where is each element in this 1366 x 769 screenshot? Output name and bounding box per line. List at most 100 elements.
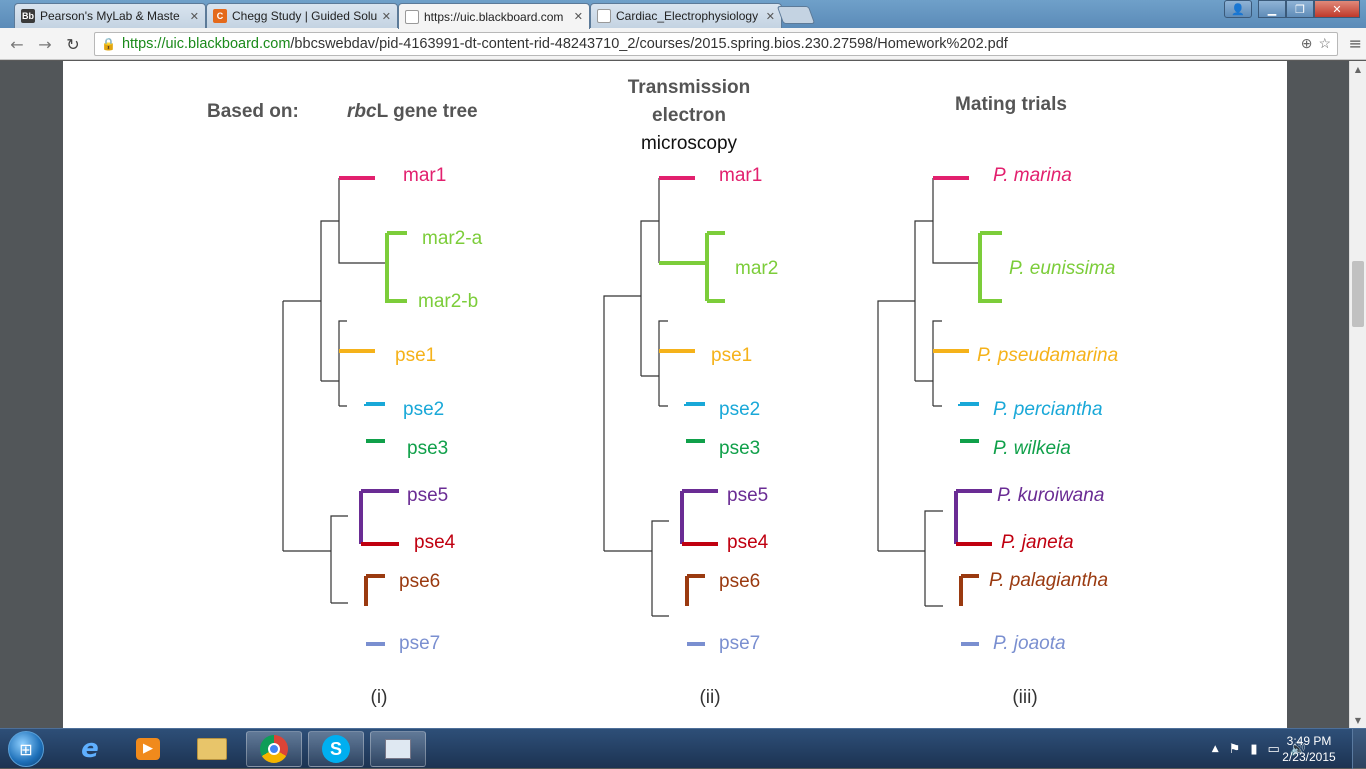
tree2-pse2-branch	[684, 402, 705, 406]
tree2-pse5-branch	[680, 489, 718, 544]
tree2-label-mar1: mar1	[719, 165, 762, 186]
scroll-up-arrow-icon[interactable]: ▲	[1354, 64, 1362, 74]
tree3-label-kuroiwana: P. kuroiwana	[997, 485, 1104, 506]
heading-rbcl-gene-tree: rbcL gene tree	[347, 101, 478, 122]
tree1-pse123	[338, 320, 347, 407]
maximize-button[interactable]: ❐	[1286, 0, 1314, 18]
based-on-label: Based on:	[207, 101, 299, 122]
tree2-mar2-branch	[659, 231, 725, 303]
caption-i: (i)	[371, 687, 388, 708]
clock-date: 2/23/2015	[1282, 750, 1336, 764]
lock-icon: 🔒	[101, 37, 116, 51]
tree3-perciantha-branch	[958, 402, 979, 406]
close-tab-icon[interactable]: ✕	[765, 10, 775, 23]
tree1-label-pse3: pse3	[407, 438, 448, 459]
close-window-button[interactable]: ✕	[1314, 0, 1360, 18]
tree1-label-mar2b: mar2-b	[418, 291, 478, 312]
chrome-taskbar-icon[interactable]	[246, 731, 302, 767]
browser-toolbar: ← → ↻ 🔒 https://uic.blackboard.com/bbcsw…	[0, 28, 1366, 60]
close-tab-icon[interactable]: ✕	[573, 11, 583, 23]
tab-label: https://uic.blackboard.com	[424, 9, 564, 24]
show-hidden-icons-arrow-icon[interactable]: ▲	[1211, 744, 1219, 754]
show-desktop-button[interactable]	[1352, 729, 1366, 769]
internet-explorer-icon[interactable]: e	[81, 734, 99, 764]
title-bar: Bb Pearson's MyLab & Maste ✕ C Chegg Stu…	[0, 0, 1366, 29]
tree1-mar-clade	[338, 178, 385, 264]
vertical-scrollbar[interactable]: ▲ ▼	[1349, 61, 1366, 728]
tree1-pse5-branch	[359, 489, 399, 544]
tree2-label-pse6: pse6	[719, 571, 760, 592]
tab-pearson[interactable]: Bb Pearson's MyLab & Maste ✕	[14, 3, 206, 28]
clock-time: 3:49 PM	[1286, 734, 1332, 748]
document-favicon-icon	[405, 9, 419, 24]
remote-desktop-icon[interactable]	[370, 731, 426, 767]
tree2-label-mar2: mar2	[735, 258, 778, 279]
tree2-label-pse7: pse7	[719, 633, 760, 654]
tree3-label-marina: P. marina	[993, 165, 1072, 186]
tab-label: Pearson's MyLab & Maste	[40, 9, 180, 23]
tree1-mar2-branch	[385, 231, 407, 303]
tree1-label-pse6: pse6	[399, 571, 440, 592]
tree3-lower	[924, 510, 943, 607]
address-bar[interactable]: 🔒 https://uic.blackboard.com/bbcswebdav/…	[94, 32, 1338, 56]
tree1-pse2-branch	[364, 402, 385, 406]
tree3-label-eunissima: P. eunissima	[1009, 258, 1115, 279]
tree3-mar-clade	[932, 178, 980, 264]
tree3-label-perciantha: P. perciantha	[993, 399, 1103, 420]
terminal-branches	[339, 176, 1002, 646]
tree2-lower	[651, 520, 669, 617]
tab-cardiac[interactable]: Cardiac_Electrophysiology ✕	[590, 3, 782, 28]
heading-tem-line3: microscopy	[641, 133, 738, 154]
chegg-favicon-icon: C	[213, 9, 227, 23]
tab-label: Chegg Study | Guided Solu	[232, 9, 378, 23]
url-path: /bbcswebdav/pid-4163991-dt-content-rid-4…	[290, 36, 1008, 52]
heading-tem-line2: electron	[652, 105, 726, 126]
tab-chegg[interactable]: C Chegg Study | Guided Solu ✕	[206, 3, 398, 28]
tree1-label-pse2: pse2	[403, 399, 444, 420]
tree2-upper	[640, 220, 659, 377]
reload-icon[interactable]: ↻	[66, 34, 80, 54]
back-arrow-icon[interactable]: ←	[10, 34, 24, 54]
caption-ii: (ii)	[699, 687, 720, 708]
power-icon[interactable]: ▮	[1250, 741, 1258, 757]
tree2-pse6-branch	[685, 574, 705, 606]
tree2-label-pse2: pse2	[719, 399, 760, 420]
tree1-label-pse1: pse1	[395, 345, 436, 366]
system-clock[interactable]: 3:49 PM 2/23/2015	[1274, 733, 1344, 765]
bookmark-star-icon[interactable]: ☆	[1318, 35, 1331, 51]
forward-arrow-icon[interactable]: →	[38, 34, 52, 54]
zoom-icon[interactable]: ⊕	[1300, 35, 1313, 51]
tree3-palagiantha-branch	[959, 574, 979, 606]
tree3-label-pseudamarina: P. pseudamarina	[977, 345, 1118, 366]
tree1-label-pse7: pse7	[399, 633, 440, 654]
volume-icon[interactable]: 🔊	[1289, 741, 1306, 757]
tree2-root	[603, 295, 652, 552]
scroll-down-arrow-icon[interactable]: ▼	[1354, 715, 1362, 725]
heading-mating-trials: Mating trials	[955, 94, 1067, 115]
file-explorer-icon[interactable]	[184, 731, 240, 767]
tab-blackboard-pdf[interactable]: https://uic.blackboard.com ✕	[398, 3, 590, 29]
media-player-icon[interactable]: ▶	[120, 731, 176, 767]
action-center-flag-icon[interactable]: ⚑	[1228, 741, 1241, 757]
close-tab-icon[interactable]: ✕	[189, 10, 199, 23]
scroll-thumb[interactable]	[1352, 261, 1364, 327]
phylogeny-figure: Based on: rbcL gene tree Transmission el…	[207, 77, 1118, 708]
chrome-menu-icon[interactable]: ≡	[1348, 34, 1362, 53]
pdf-page: Based on: rbcL gene tree Transmission el…	[63, 61, 1287, 728]
tree3-label-wilkeia: P. wilkeia	[993, 438, 1071, 459]
network-icon[interactable]: ▭	[1267, 741, 1280, 757]
blackboard-favicon-icon: Bb	[21, 9, 35, 23]
caption-iii: (iii)	[1012, 687, 1037, 708]
url-scheme: https://	[121, 36, 166, 52]
start-button[interactable]: ⊞	[8, 731, 44, 767]
new-tab-button[interactable]	[776, 6, 816, 24]
skype-icon[interactable]: S	[308, 731, 364, 767]
tree1-label-mar2a: mar2-a	[422, 228, 483, 249]
minimize-button[interactable]: ▁	[1258, 0, 1286, 18]
close-tab-icon[interactable]: ✕	[381, 10, 391, 23]
tree2-label-pse5: pse5	[727, 485, 768, 506]
tree1-pse6-branch	[364, 574, 385, 606]
tree3-pse123	[932, 320, 942, 407]
tree3-label-palagiantha: P. palagiantha	[989, 570, 1108, 591]
user-profile-icon[interactable]: 👤	[1224, 0, 1252, 18]
